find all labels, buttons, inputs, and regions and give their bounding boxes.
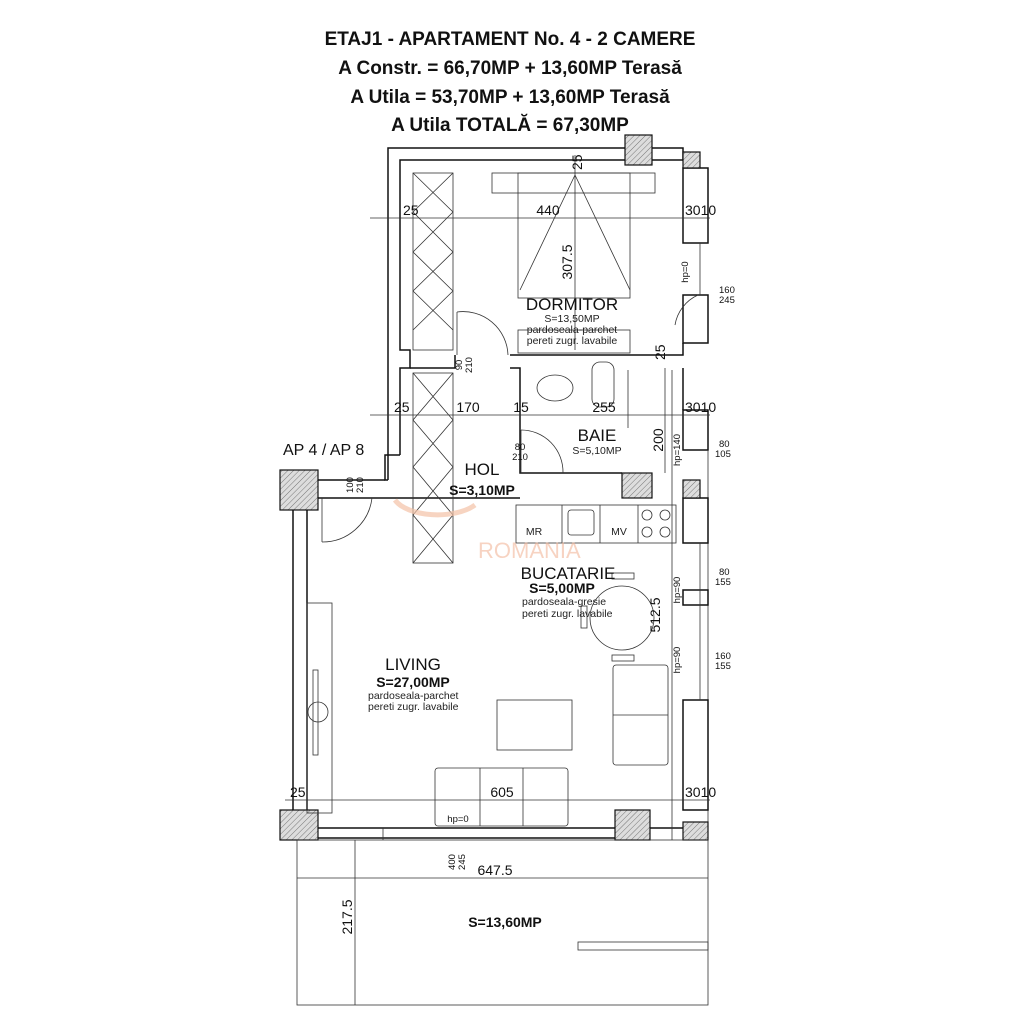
- baie-name: BAIE: [578, 426, 617, 445]
- fridge-label: MR: [526, 526, 543, 538]
- dim-307-5: 307.5: [559, 244, 575, 279]
- bucatarie-name: BUCATARIE: [521, 564, 616, 583]
- dim-255: 255: [592, 399, 616, 415]
- dim-605: 605: [490, 784, 514, 800]
- door-terrace-height: 245: [457, 854, 468, 870]
- dormitor-walls: pereti zugr. lavabile: [527, 335, 618, 347]
- apartment-label: AP 4 / AP 8: [283, 442, 364, 459]
- bucatarie-floor: pardoseala-gresie: [522, 596, 606, 608]
- dim-25-left-3: 25: [290, 784, 306, 800]
- title-line-3: A Utila = 53,70MP + 13,60MP Terasă: [350, 87, 670, 108]
- dormitor-name: DORMITOR: [526, 295, 618, 314]
- win-liv-height: 155: [715, 661, 731, 672]
- title-line-1: ETAJ1 - APARTAMENT No. 4 - 2 CAMERE: [325, 29, 696, 50]
- hol-area: S=3,10MP: [449, 482, 515, 498]
- dim-15: 15: [513, 399, 529, 415]
- dim-25-left-2: 25: [394, 399, 410, 415]
- living-floor: pardoseala-parchet: [368, 690, 459, 702]
- bucatarie-area: S=5,00MP: [529, 580, 595, 596]
- living-name: LIVING: [385, 655, 441, 674]
- dimension-texts: 25 440 25 3010 307.5 25 25 170 15 255 30…: [290, 154, 716, 934]
- win-liv-width: 160: [715, 651, 731, 662]
- dining-table: [580, 572, 655, 662]
- win-liv-hp: hp=90: [672, 647, 683, 674]
- hol-name: HOL: [465, 460, 500, 479]
- title-line-4: A Utila TOTALĂ = 67,30MP: [391, 114, 629, 136]
- living-walls: pereti zugr. lavabile: [368, 701, 459, 713]
- living-furniture: [306, 602, 669, 827]
- win-bed-height: 245: [719, 295, 735, 306]
- win-kit-hp: hp=90: [672, 577, 683, 604]
- win-kit-width: 80: [719, 567, 730, 578]
- win-bath-width: 80: [719, 439, 730, 450]
- doors: [321, 294, 699, 543]
- door-terrace-hp: hp=0: [447, 814, 468, 825]
- win-bath-hp: hp=140: [672, 434, 683, 466]
- door-bath-height: 210: [512, 452, 528, 463]
- terrace: [296, 828, 709, 1006]
- dim-440: 440: [536, 202, 560, 218]
- dim-512-5: 512.5: [647, 597, 663, 632]
- opening-labels: 90 210 80 210 100 210 160 245 hp=0 80 10…: [345, 261, 735, 870]
- title-line-2: A Constr. = 66,70MP + 13,60MP Terasă: [338, 58, 682, 79]
- door-terrace-width: 400: [447, 854, 458, 870]
- dim-647-5: 647.5: [477, 862, 512, 878]
- dishwasher-label: MV: [611, 526, 627, 538]
- bucatarie-walls: pereti zugr. lavabile: [522, 608, 613, 620]
- room-labels: DORMITOR S=13,50MP pardoseala-parchet pe…: [283, 295, 627, 930]
- win-kit-height: 155: [715, 577, 731, 588]
- dim-3010-1: 3010: [685, 202, 716, 218]
- dim-25-left-1: 25: [403, 202, 419, 218]
- baie-area: S=5,10MP: [572, 445, 621, 457]
- watermark-text: ROMANIA: [478, 538, 581, 563]
- wardrobe: [412, 172, 454, 564]
- door-bed-height: 210: [464, 357, 475, 373]
- dim-217-5: 217.5: [339, 899, 355, 934]
- win-bath-height: 105: [715, 449, 731, 460]
- bed: [491, 172, 656, 354]
- dormitor-floor: pardoseala-parchet: [527, 324, 618, 336]
- kitchen-counter: [515, 504, 677, 544]
- bathroom-fixtures: [536, 361, 666, 473]
- dim-3010-2: 3010: [685, 399, 716, 415]
- door-entry-width: 100: [345, 477, 356, 493]
- terasa-area: S=13,60MP: [468, 914, 542, 930]
- win-bed-width: 160: [719, 285, 735, 296]
- dim-25-bath: 25: [652, 344, 668, 360]
- door-bath-width: 80: [515, 442, 526, 453]
- dimension-lines: [285, 155, 710, 840]
- living-area: S=27,00MP: [376, 674, 450, 690]
- dim-3010-3: 3010: [685, 784, 716, 800]
- structural-columns: [279, 134, 709, 841]
- dormitor-area: S=13,50MP: [544, 313, 599, 325]
- dim-170: 170: [456, 399, 480, 415]
- door-bed-width: 90: [454, 360, 465, 371]
- win-bed-hp: hp=0: [680, 261, 691, 282]
- dim-25-top: 25: [569, 154, 585, 170]
- walls: [292, 147, 709, 840]
- dim-200: 200: [650, 428, 666, 452]
- title-block: ETAJ1 - APARTAMENT No. 4 - 2 CAMERE A Co…: [325, 29, 696, 136]
- watermark: ROMANIA: [392, 498, 581, 563]
- door-entry-height: 210: [355, 477, 366, 493]
